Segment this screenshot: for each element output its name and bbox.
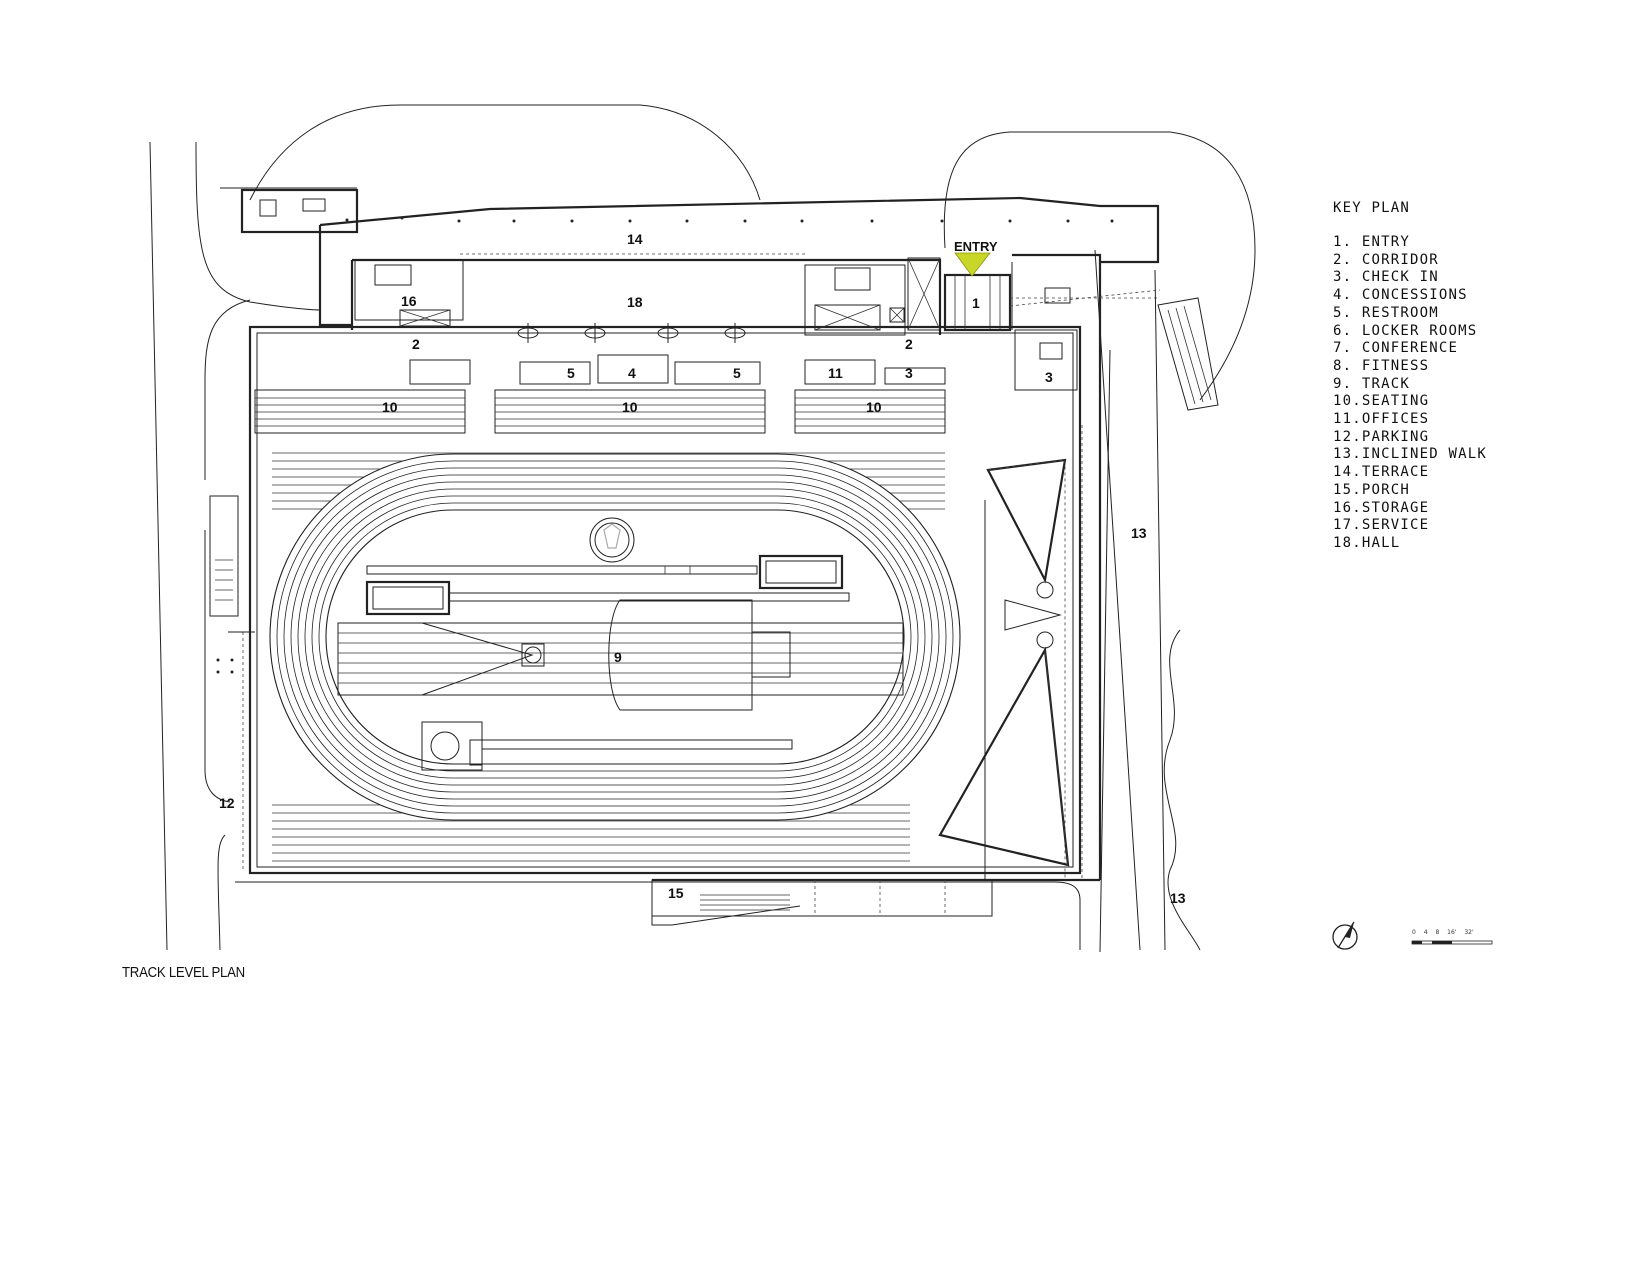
room-label-16: 16 — [401, 293, 417, 309]
room-label-5-right: 5 — [733, 365, 741, 381]
room-label-3-right: 3 — [1045, 369, 1053, 385]
room-label-15: 15 — [668, 885, 684, 901]
key-item: 3. CHECK IN — [1333, 269, 1439, 286]
room-label-12: 12 — [219, 795, 235, 811]
room-label-3-center: 3 — [905, 365, 913, 381]
key-item: 6. LOCKER ROOMS — [1333, 322, 1478, 339]
site-outline — [149, 104, 1256, 953]
plan-title: TRACK LEVEL PLAN — [122, 964, 245, 981]
infield-features — [337, 517, 904, 771]
room-label-13-lower: 13 — [1170, 890, 1186, 906]
room-labels: 14 18 16 2 2 1 3 3 5 4 5 11 10 10 10 9 1… — [219, 231, 1186, 906]
seating-banks — [254, 389, 946, 434]
entry-marker: ENTRY — [954, 239, 998, 277]
key-item: 9. TRACK — [1333, 375, 1411, 392]
triangular-structures — [938, 425, 1083, 880]
key-plan-title: KEY PLAN — [1333, 200, 1411, 216]
room-label-11: 11 — [828, 365, 843, 381]
key-plan-legend: KEY PLAN 1. ENTRY 2. CORRIDOR 3. CHECK I… — [1333, 200, 1487, 553]
room-label-14: 14 — [627, 231, 643, 247]
room-label-10-left: 10 — [382, 399, 398, 415]
entry-pavilion — [907, 257, 1219, 411]
key-item: 4. CONCESSIONS — [1333, 287, 1468, 304]
room-label-10-right: 10 — [866, 399, 882, 415]
room-label-1: 1 — [972, 295, 980, 311]
key-item: 8. FITNESS — [1333, 357, 1430, 374]
key-item: 15.PORCH — [1333, 481, 1411, 498]
key-item: 10.SEATING — [1333, 393, 1430, 410]
key-item: 7. CONFERENCE — [1333, 340, 1459, 357]
key-item: 18.HALL — [1333, 534, 1401, 551]
room-label-2-left: 2 — [412, 336, 420, 352]
key-item: 1. ENTRY — [1333, 234, 1411, 250]
entry-arrow-icon — [954, 252, 991, 277]
key-item: 2. CORRIDOR — [1333, 251, 1439, 268]
room-label-10-center: 10 — [622, 399, 638, 415]
key-item: 11.OFFICES — [1333, 411, 1430, 428]
hall-columns — [517, 323, 746, 343]
scale-bar-labels: 0 4 8 16' 32' — [1412, 929, 1474, 936]
room-label-2-right: 2 — [905, 336, 913, 352]
key-item: 14.TERRACE — [1333, 464, 1430, 481]
room-label-5-left: 5 — [567, 365, 575, 381]
room-label-13-upper: 13 — [1131, 525, 1147, 541]
upper-rooms — [354, 259, 1078, 391]
key-item: 16.STORAGE — [1333, 499, 1430, 516]
key-item: 12.PARKING — [1333, 428, 1430, 445]
key-item: 5. RESTROOM — [1333, 304, 1439, 321]
room-label-9: 9 — [614, 649, 622, 665]
key-item: 17.SERVICE — [1333, 517, 1430, 534]
key-item: 13.INCLINED WALK — [1333, 446, 1488, 463]
top-left-structures — [220, 187, 359, 234]
room-label-18: 18 — [627, 294, 643, 310]
scale-bar — [1411, 940, 1493, 945]
entry-label: ENTRY — [954, 239, 998, 254]
north-arrow-icon — [1332, 921, 1358, 950]
oval-track — [269, 453, 961, 821]
room-label-4: 4 — [628, 365, 636, 381]
porch — [651, 878, 1100, 926]
left-side-structures — [209, 495, 255, 870]
terrace-outline — [318, 196, 1160, 327]
exterior-stair — [1157, 297, 1219, 411]
